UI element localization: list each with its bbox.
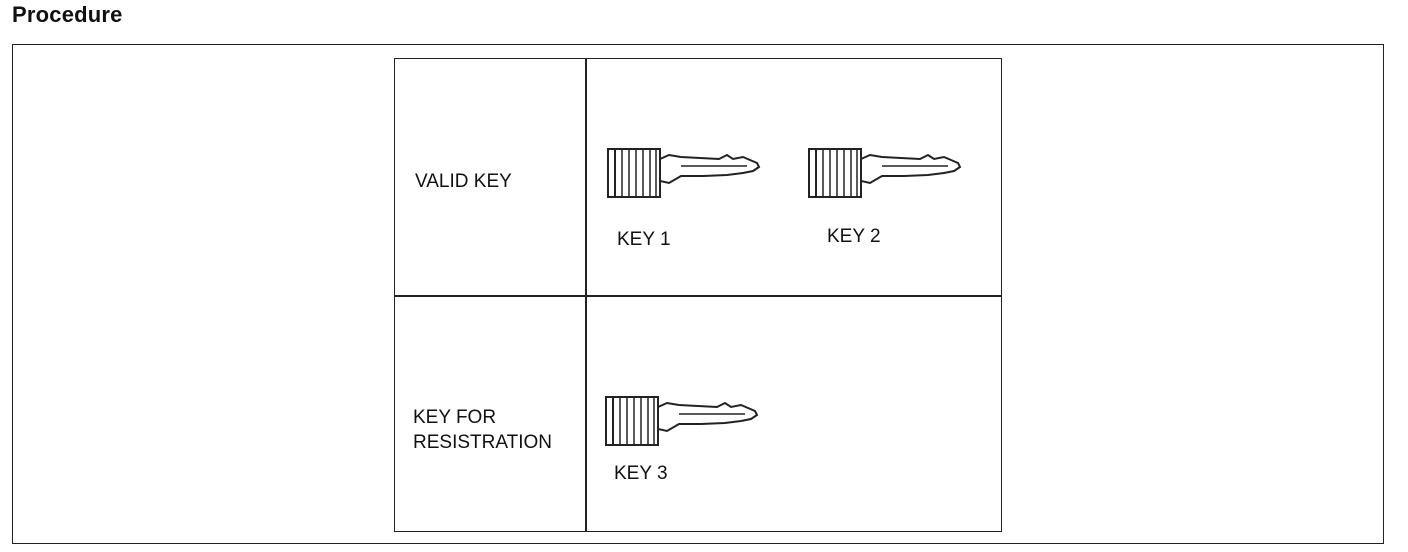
page-title: Procedure — [12, 2, 123, 27]
procedure-frame — [12, 44, 1384, 544]
row-label-key-for-registration: KEY FOR RESISTRATION — [413, 407, 552, 453]
key-icon — [605, 396, 759, 446]
key-label-key-2: KEY 2 — [827, 226, 881, 247]
key-icon — [808, 148, 962, 198]
key-icon — [607, 148, 761, 198]
row-label-valid-key: VALID KEY — [415, 171, 512, 192]
key-label-key-3: KEY 3 — [614, 463, 668, 484]
key-registration-table: VALID KEY KEY 1 KEY 2 KEY FOR RESISTRATI… — [394, 58, 1002, 532]
table-row-divider — [395, 295, 1001, 297]
key-label-key-1: KEY 1 — [617, 229, 671, 250]
